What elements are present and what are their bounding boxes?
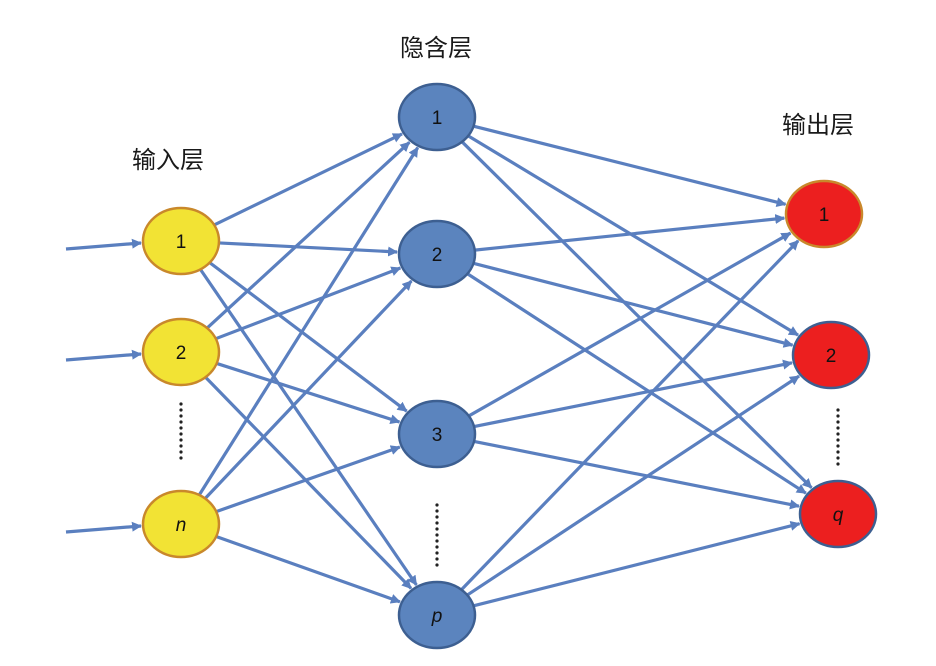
- hidden-output-edge: [467, 134, 799, 337]
- hidden-layer-title: 隐含层: [400, 34, 472, 62]
- external-input-arrow: [65, 238, 142, 251]
- input-hidden-edge: [213, 132, 403, 227]
- hidden-output-edge: [473, 124, 787, 208]
- input-hidden-edge: [203, 279, 413, 500]
- output-ellipsis: [836, 414, 840, 418]
- hidden-output-edge: [473, 261, 794, 348]
- network-nodes: 1 2 n 1 2 3 p 1 2 q: [141, 82, 878, 650]
- hidden-ellipsis: [435, 551, 439, 555]
- hidden-ellipsis: [435, 515, 439, 519]
- external-input-arrow: [65, 349, 142, 362]
- input-node: [141, 317, 221, 387]
- hidden-node: [397, 219, 477, 289]
- hidden-node-label: p: [431, 606, 443, 627]
- input-ellipsis: [179, 426, 183, 430]
- hidden-node: [397, 82, 477, 152]
- input-hidden-edge: [197, 146, 420, 496]
- hidden-output-edge: [473, 439, 800, 510]
- input-node-label: 2: [176, 343, 187, 364]
- input-ellipsis: [179, 402, 183, 406]
- input-hidden-edge: [204, 376, 413, 590]
- hidden-output-edge: [473, 521, 801, 608]
- output-ellipsis: [836, 420, 840, 424]
- hidden-output-edge: [473, 359, 793, 429]
- input-hidden-edge: [206, 141, 411, 330]
- output-ellipsis: [836, 408, 840, 412]
- hidden-output-edge: [466, 374, 800, 597]
- input-ellipsis: [179, 414, 183, 418]
- input-layer-title: 输入层: [132, 146, 204, 174]
- input-hidden-edge: [215, 534, 401, 604]
- output-ellipsis: [836, 432, 840, 436]
- hidden-ellipsis: [435, 545, 439, 549]
- hidden-output-edge: [466, 272, 807, 495]
- input-ellipsis: [179, 432, 183, 436]
- input-node-label: 1: [176, 232, 187, 253]
- ellipsis-marks: [179, 402, 840, 567]
- input-ellipsis: [179, 438, 183, 442]
- hidden-ellipsis: [435, 521, 439, 525]
- output-node: [791, 320, 871, 390]
- output-ellipsis: [836, 456, 840, 460]
- hidden-ellipsis: [435, 539, 439, 543]
- input-hidden-edge: [216, 361, 401, 424]
- output-node: [798, 479, 878, 549]
- hidden-ellipsis: [435, 557, 439, 561]
- output-node-label: q: [833, 505, 844, 526]
- output-node: [784, 179, 864, 249]
- hidden-node-label: 1: [432, 108, 443, 129]
- input-hidden-edge: [215, 445, 401, 514]
- input-node: [141, 206, 221, 276]
- hidden-node: [397, 399, 477, 469]
- hidden-node-label: 3: [432, 425, 443, 446]
- hidden-node: [397, 580, 477, 650]
- input-node: [141, 489, 221, 559]
- output-node-label: 2: [826, 346, 837, 367]
- output-ellipsis: [836, 462, 840, 466]
- input-ellipsis: [179, 444, 183, 448]
- external-input-arrow: [65, 521, 142, 534]
- input-ellipsis: [179, 420, 183, 424]
- input-ellipsis: [179, 456, 183, 460]
- hidden-ellipsis: [435, 509, 439, 513]
- output-ellipsis: [836, 450, 840, 454]
- hidden-node-label: 2: [432, 245, 443, 266]
- input-hidden-edge: [208, 261, 408, 413]
- hidden-ellipsis: [435, 563, 439, 567]
- output-ellipsis: [836, 438, 840, 442]
- output-ellipsis: [836, 444, 840, 448]
- input-hidden-edge: [199, 268, 418, 586]
- hidden-ellipsis: [435, 527, 439, 531]
- output-ellipsis: [836, 426, 840, 430]
- hidden-output-edge: [474, 214, 786, 252]
- hidden-ellipsis: [435, 533, 439, 537]
- output-node-label: 1: [819, 205, 830, 226]
- input-ellipsis: [179, 450, 183, 454]
- output-layer-title: 输出层: [782, 111, 854, 139]
- input-hidden-edge: [218, 241, 399, 257]
- hidden-output-edge: [468, 231, 792, 418]
- input-hidden-edge: [215, 266, 402, 341]
- connection-edges: [65, 124, 813, 608]
- input-node-label: n: [176, 515, 187, 536]
- hidden-ellipsis: [435, 503, 439, 507]
- hidden-output-edge: [460, 239, 800, 591]
- hidden-output-edge: [460, 140, 813, 489]
- input-ellipsis: [179, 408, 183, 412]
